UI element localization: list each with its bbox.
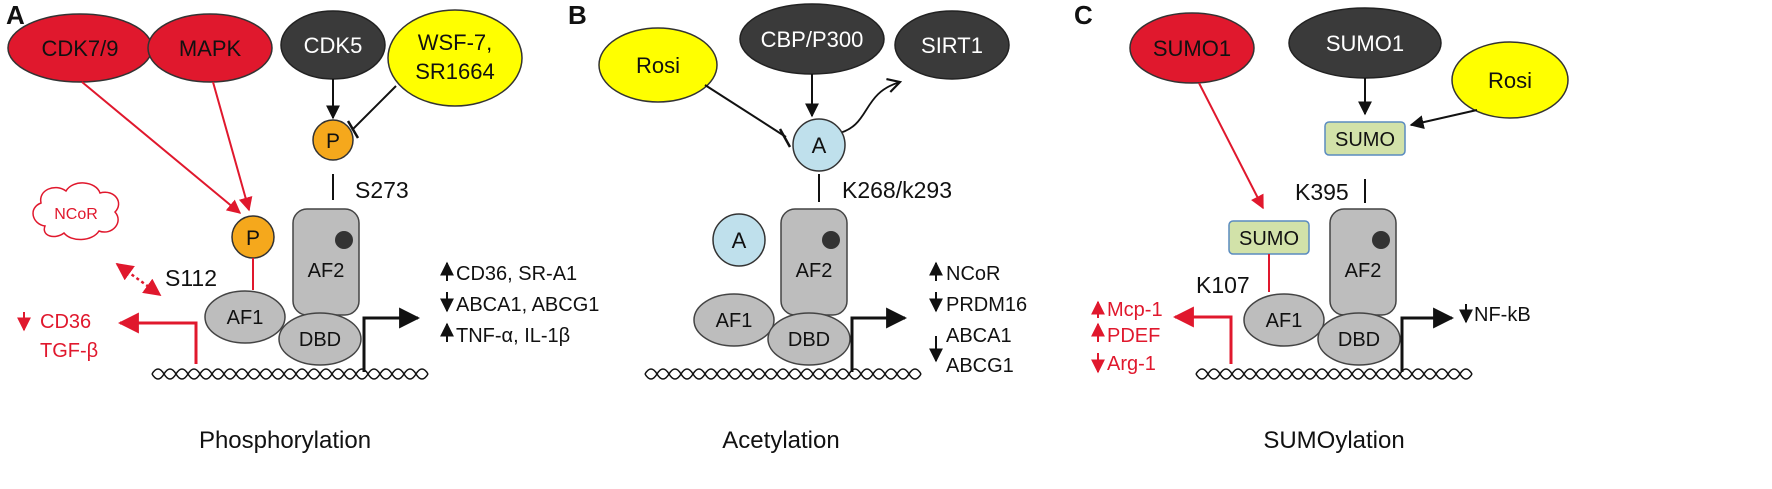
panel-a-letter: A <box>6 0 25 30</box>
s112-label: S112 <box>165 265 217 291</box>
af1-domain <box>204 290 286 344</box>
p-lower-label: P <box>246 227 260 250</box>
sumo1-red-label: SUMO1 <box>1153 36 1231 61</box>
ncor-label: NCoR <box>54 206 98 223</box>
af2-label: AF2 <box>308 260 345 282</box>
dbd-label: DBD <box>1338 329 1380 351</box>
af2-label: AF2 <box>796 260 833 282</box>
right-target-nfkb: NF-kB <box>1474 304 1531 326</box>
ncor-cloud <box>32 182 120 241</box>
cdk79-arrow <box>81 81 242 214</box>
transcription-promoter-arrow <box>850 307 908 372</box>
dna-strand-2 <box>151 368 429 380</box>
dna-strand-1 <box>1195 368 1473 380</box>
sirt1-label: SIRT1 <box>921 33 983 58</box>
mapk-node <box>147 13 273 83</box>
dna-strand-1 <box>644 368 922 380</box>
cdk79-label: CDK7/9 <box>41 36 118 61</box>
right-target-abca1: ABCA1 <box>946 325 1012 347</box>
rosi-arrow <box>1409 109 1478 130</box>
rosi-inhibit-line <box>704 84 787 138</box>
sumo-upper-label: SUMO <box>1335 129 1395 151</box>
transcription-promoter-arrow <box>362 307 421 372</box>
mapk-label: MAPK <box>179 36 242 61</box>
af2-ligand-dot <box>1372 231 1390 249</box>
sumo-upper-tag <box>1324 121 1406 156</box>
p-upper-label: P <box>326 130 340 153</box>
k395-label: K395 <box>1295 179 1349 205</box>
panel-b-letter: B <box>568 0 587 30</box>
af1-label: AF1 <box>227 307 264 329</box>
panel-c-letter: C <box>1074 0 1093 30</box>
wsf-inhibit-bar <box>346 120 360 139</box>
panel-c-caption: SUMOylation <box>1263 427 1404 454</box>
a-side-node <box>712 213 766 267</box>
left-target-pdef: PDEF <box>1107 325 1160 347</box>
right-target-ncor: NCoR <box>946 263 1000 285</box>
panel-b-caption: Acetylation <box>722 427 839 454</box>
wsf-inhibit-line <box>351 85 397 131</box>
af2-label: AF2 <box>1345 260 1382 282</box>
k107-label: K107 <box>1196 272 1250 298</box>
sumo1-dark-label: SUMO1 <box>1326 31 1404 56</box>
wsf-label-line1: WSF-7, <box>418 30 493 55</box>
panel-a: A CDK7/9 MAPK CDK5 WSF-7, SR1664 P S273 … <box>6 0 599 454</box>
right-target-prdm16: PRDM16 <box>946 294 1027 316</box>
sumo1-red-node <box>1129 12 1255 84</box>
right-target-abcg1: ABCG1 <box>946 355 1014 377</box>
sirt1-node <box>894 10 1010 80</box>
dbd-label: DBD <box>299 329 341 351</box>
rosi-node <box>1451 41 1569 119</box>
dna-strand-2 <box>644 368 922 380</box>
right-target-1: CD36, SR-A1 <box>456 263 577 285</box>
ncor-dissociation-arrow <box>115 262 162 297</box>
sumo1-red-arrow <box>1198 82 1264 210</box>
rosi-inhibit-bar <box>778 128 792 148</box>
right-target-3: TNF-α, IL-1β <box>456 325 570 347</box>
left-target-tgfb: TGF-β <box>40 340 98 362</box>
left-target-mcp1: Mcp-1 <box>1107 299 1163 321</box>
af2-ligand-dot <box>335 231 353 249</box>
right-target-2: ABCA1, ABCG1 <box>456 294 599 316</box>
rosi-label: Rosi <box>1488 68 1532 93</box>
sirt1-deacetylation-arrow <box>835 77 903 135</box>
cbp-p300-label: CBP/P300 <box>761 27 864 52</box>
panel-a-caption: Phosphorylation <box>199 427 371 454</box>
af1-label: AF1 <box>716 310 753 332</box>
sumo-lower-label: SUMO <box>1239 228 1299 250</box>
af1-label: AF1 <box>1266 310 1303 332</box>
af1-domain <box>1243 293 1325 347</box>
repression-promoter-arrow <box>1172 306 1233 364</box>
panel-b: B Rosi CBP/P300 SIRT1 A K268/k293 A AF2 … <box>568 0 1027 454</box>
s273-label: S273 <box>355 177 409 203</box>
dbd-domain <box>767 312 851 366</box>
a-upper-node <box>792 118 846 172</box>
repression-promoter-arrow <box>117 312 198 364</box>
wsf-label-line2: SR1664 <box>415 59 495 84</box>
transcription-promoter-arrow <box>1400 307 1455 372</box>
af1-domain <box>693 293 775 347</box>
a-upper-label: A <box>812 133 827 158</box>
left-target-cd36: CD36 <box>40 311 91 333</box>
dna-strand-2 <box>1195 368 1473 380</box>
mapk-arrow <box>212 81 253 212</box>
rosi-node <box>598 27 718 103</box>
dbd-label: DBD <box>788 329 830 351</box>
a-side-label: A <box>732 228 747 253</box>
p-upper-node <box>312 119 354 161</box>
left-target-arg1: Arg-1 <box>1107 353 1156 375</box>
dna-strand-1 <box>151 368 429 380</box>
cdk5-label: CDK5 <box>304 33 363 58</box>
af2-ligand-dot <box>822 231 840 249</box>
dbd-domain <box>1317 312 1401 366</box>
panel-c: C SUMO1 SUMO1 Rosi SUMO K395 SUMO K107 A… <box>1074 0 1569 454</box>
rosi-label: Rosi <box>636 53 680 78</box>
k268-label: K268/k293 <box>842 177 952 203</box>
wsf-sr1664-node <box>387 9 523 107</box>
dbd-domain <box>278 312 362 366</box>
